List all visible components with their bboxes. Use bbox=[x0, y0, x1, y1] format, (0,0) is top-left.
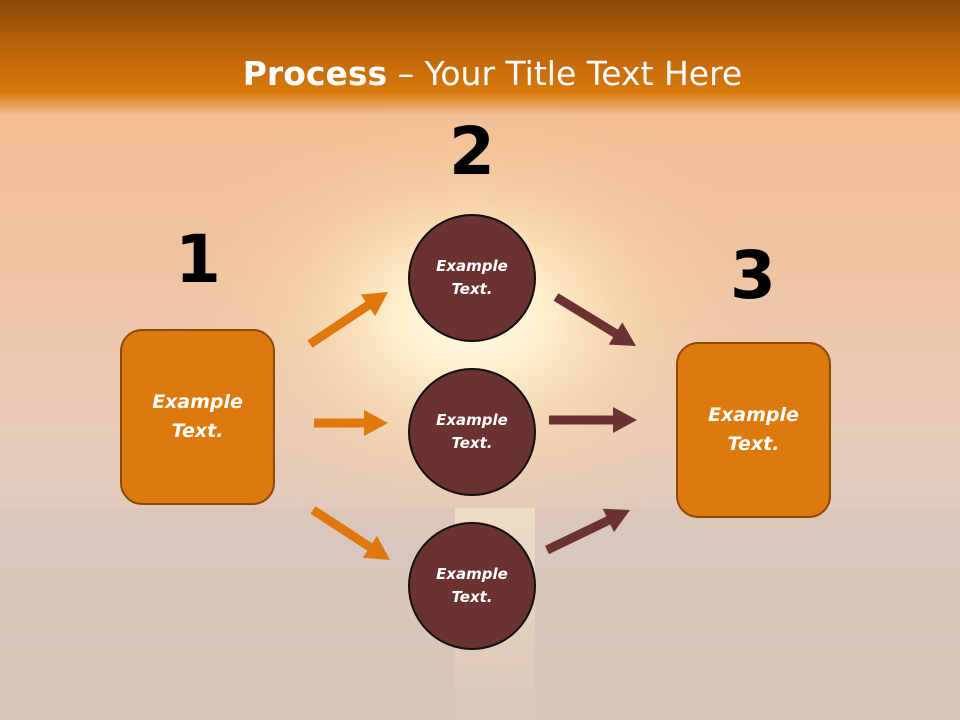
step-2-circle-middle: Example Text. bbox=[408, 368, 536, 496]
arrow-1-to-bottom bbox=[310, 506, 390, 560]
arrow-top-to-3 bbox=[553, 293, 636, 346]
step-3-box: Example Text. bbox=[676, 342, 831, 518]
arrow-1-to-top bbox=[307, 292, 388, 348]
step-2-circle-bottom: Example Text. bbox=[408, 522, 536, 650]
arrow-middle-to-3 bbox=[549, 407, 637, 433]
step-1-box: Example Text. bbox=[120, 329, 275, 505]
arrow-1-to-middle bbox=[314, 410, 388, 436]
circle-bottom-label: Example Text. bbox=[436, 565, 508, 606]
slide-title: Process – Your Title Text Here bbox=[0, 52, 960, 96]
step-number-3: 3 bbox=[730, 237, 776, 314]
step-3-label: Example Text. bbox=[708, 404, 799, 455]
arrow-bottom-to-3 bbox=[545, 508, 630, 555]
step-number-2: 2 bbox=[449, 113, 495, 190]
circle-middle-label: Example Text. bbox=[436, 411, 508, 452]
title-bold: Process bbox=[242, 54, 388, 93]
step-number-1: 1 bbox=[175, 221, 221, 298]
step-1-label: Example Text. bbox=[152, 391, 243, 442]
step-2-circle-top: Example Text. bbox=[408, 214, 536, 342]
circle-top-label: Example Text. bbox=[436, 257, 508, 298]
title-bar bbox=[0, 0, 960, 115]
title-rest: – Your Title Text Here bbox=[387, 54, 743, 93]
